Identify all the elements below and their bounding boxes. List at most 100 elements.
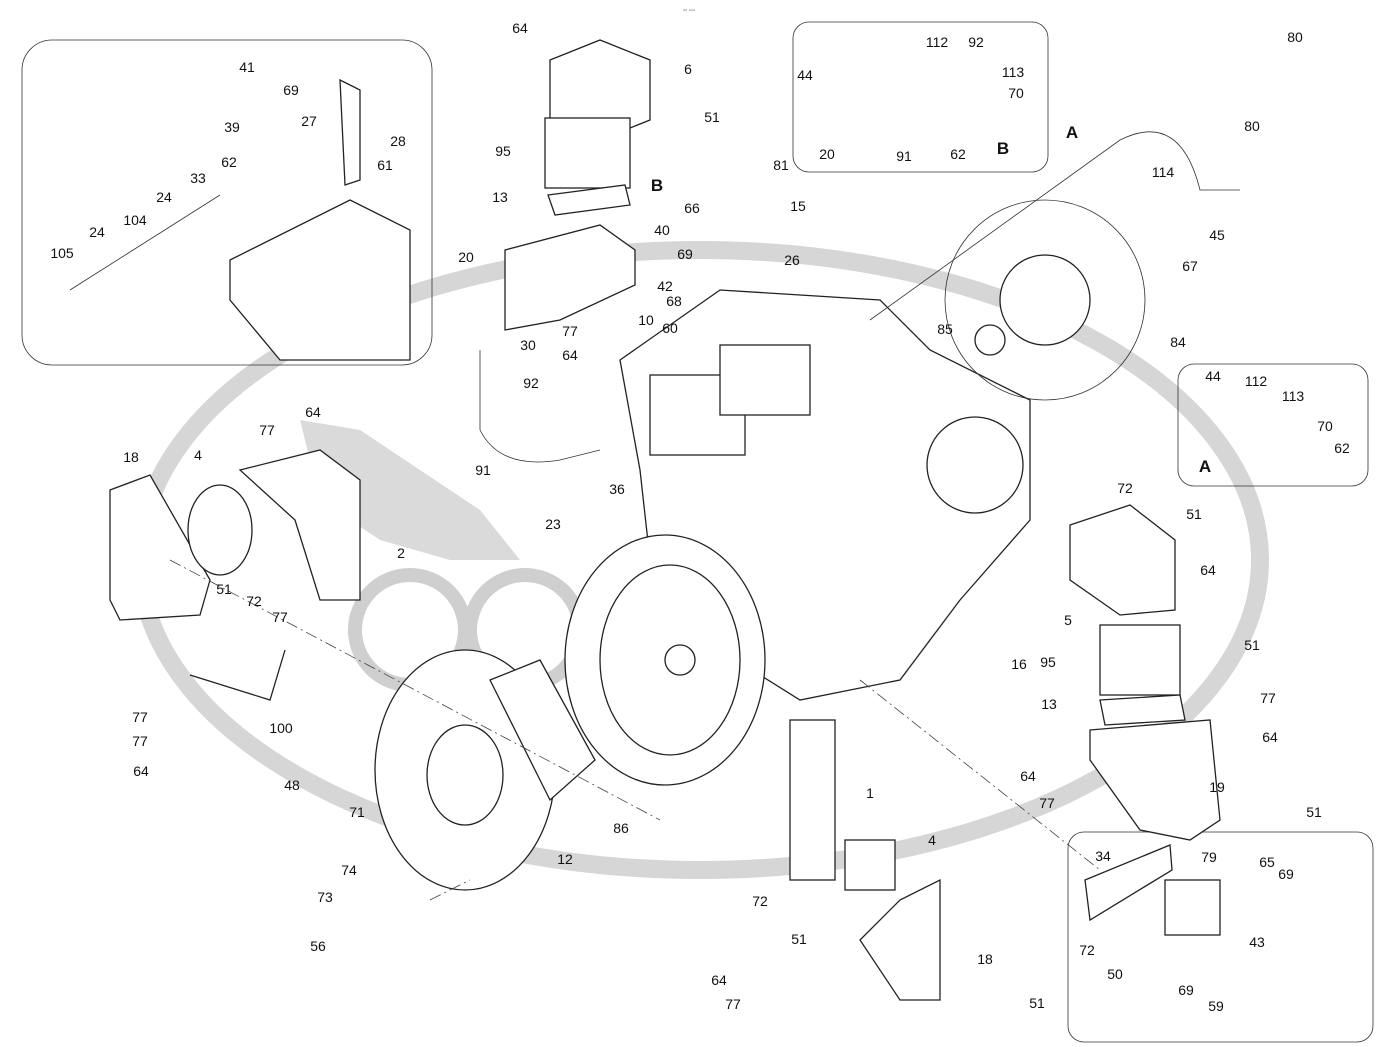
callout-label: 33 [190, 170, 206, 186]
detail-box-left [21, 39, 433, 366]
callout-label: 72 [1079, 942, 1095, 958]
callout-label: 30 [520, 337, 536, 353]
callout-label: 95 [495, 143, 511, 159]
callout-label: 51 [1306, 804, 1322, 820]
callout-label: 4 [194, 447, 202, 463]
detail-box-b [792, 21, 1049, 173]
callout-label: 69 [1278, 866, 1294, 882]
damper-4b [844, 839, 896, 891]
callout-label: 77 [562, 323, 578, 339]
callout-label: 91 [475, 462, 491, 478]
watermark-map [300, 420, 520, 560]
callout-label: 61 [377, 157, 393, 173]
callout-label: 50 [1107, 966, 1123, 982]
detail-box-a [1177, 363, 1369, 487]
callout-label: 56 [310, 938, 326, 954]
bracket-18 [109, 474, 211, 621]
callout-label: 69 [1178, 982, 1194, 998]
callout-label: 23 [545, 516, 561, 532]
callout-label: 64 [562, 347, 578, 363]
callout-label: 51 [791, 931, 807, 947]
callout-label: 73 [317, 889, 333, 905]
callout-label: 72 [752, 893, 768, 909]
callout-label: 24 [156, 189, 172, 205]
callout-label: 20 [458, 249, 474, 265]
centerline [859, 679, 1101, 871]
callout-label: 81 [773, 157, 789, 173]
callout-label: 51 [1244, 637, 1260, 653]
flange-hole [426, 724, 504, 826]
callout-label: 79 [1201, 849, 1217, 865]
plate-34 [1084, 844, 1173, 922]
callout-label: 41 [239, 59, 255, 75]
callout-label: 70 [1317, 418, 1333, 434]
callout-label: 51 [704, 109, 720, 125]
callout-label: 84 [1170, 334, 1186, 350]
coupling-86 [489, 659, 596, 802]
callout-label: 112 [925, 34, 949, 50]
flywheel-hub [664, 644, 696, 676]
callout-label: 2 [397, 545, 405, 561]
callout-label: 77 [132, 733, 148, 749]
callout-label: 4 [928, 832, 936, 848]
mount-5 [1069, 504, 1176, 616]
callout-label: 16 [1011, 656, 1027, 672]
callout-label: 62 [950, 146, 966, 162]
callout-label: 113 [1001, 64, 1025, 80]
callout-label: 77 [259, 422, 275, 438]
callout-label: 112 [1244, 373, 1268, 389]
callout-label: 66 [684, 200, 700, 216]
rod [69, 194, 221, 291]
callout-label: 92 [523, 375, 539, 391]
callout-label: 77 [272, 609, 288, 625]
bracket-18b [859, 878, 941, 1001]
bracket-28 [339, 78, 361, 186]
plate-13 [547, 184, 631, 216]
callout-label: 27 [301, 113, 317, 129]
callout-label: 114 [1151, 164, 1175, 180]
bracket-20 [504, 224, 636, 331]
callout-label: 80 [1287, 29, 1303, 45]
callout-label: 6 [684, 61, 692, 77]
pipe-114 [869, 131, 1240, 321]
callout-label: 85 [937, 321, 953, 337]
callout-label: 18 [977, 951, 993, 967]
clamp-100 [189, 649, 286, 701]
fan-blades [944, 199, 1146, 401]
callout-label: 5 [1064, 612, 1072, 628]
callout-label: 44 [1205, 368, 1221, 384]
callout-label: 42 [657, 278, 673, 294]
callout-label: 64 [1262, 729, 1278, 745]
callout-label: 59 [1208, 998, 1224, 1014]
callout-label: 105 [50, 245, 74, 261]
callout-label: 67 [1182, 258, 1198, 274]
fan-hub-84 [999, 254, 1091, 346]
relay-79 [1164, 879, 1221, 936]
bracket-1 [789, 719, 836, 881]
callout-label: 68 [666, 293, 682, 309]
callout-label: A [1198, 457, 1212, 476]
callout-label: 104 [123, 212, 147, 228]
callout-label: 72 [246, 593, 262, 609]
callout-label: 72 [1117, 480, 1133, 496]
callout-label: 51 [1029, 995, 1045, 1011]
callout-label: 28 [390, 133, 406, 149]
callout-label: 36 [609, 481, 625, 497]
callout-label: 26 [784, 252, 800, 268]
callout-label: 65 [1259, 854, 1275, 870]
callout-label: 18 [123, 449, 139, 465]
callout-label: 64 [305, 404, 321, 420]
callout-label: 69 [677, 246, 693, 262]
callout-label: 13 [1041, 696, 1057, 712]
alternator [926, 416, 1024, 514]
callout-label: 71 [349, 804, 365, 820]
bracket-2 [238, 449, 361, 601]
callout-label: 77 [725, 996, 741, 1012]
callout-label: 100 [269, 720, 293, 736]
callout-label: 39 [224, 119, 240, 135]
callout-label: A [1065, 123, 1079, 142]
callout-label: 92 [968, 34, 984, 50]
damper-4 [187, 484, 253, 576]
cover-plate [229, 199, 411, 361]
callout-label: 64 [512, 20, 528, 36]
